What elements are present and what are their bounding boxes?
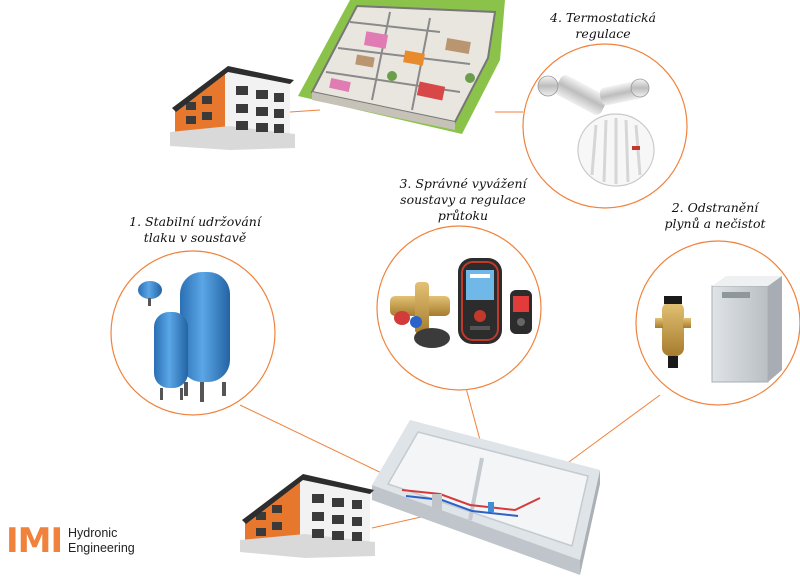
thermostat-circle [522,43,688,209]
label-balancing: 3. Správné vyvážení soustavy a regulace … [378,176,548,224]
logo-wordmark: Hydronic Engineering [68,526,135,556]
label-line: 3. Správné vyvážení [399,176,527,191]
degassing-circle [635,240,800,406]
label-pressure-maintenance: 1. Stabilní udržování tlaku v soustavě [110,214,280,246]
logo-mark: IMI [6,521,63,561]
sensor-device-illustration [510,290,532,334]
label-line: 4. Termostatická [550,10,656,25]
label-line: 1. Stabilní udržování [129,214,261,229]
connector-degassing-basement [557,394,661,471]
label-line: regulace [575,26,631,41]
balancing-circle [376,225,542,391]
label-line: tlaku v soustavě [143,230,247,245]
measuring-instrument-illustration [458,258,502,344]
vacuum-degasser-illustration [711,276,782,383]
label-line: plynů a nečistot [664,216,766,231]
expansion-vessel-illustration [138,272,230,402]
logo-line-hydronic: Hydronic [68,526,118,540]
label-line: soustavy a regulace [400,192,526,207]
basement-illustration [372,420,600,575]
balancing-valve-illustration [390,282,450,348]
pressure-circle [110,250,276,416]
label-line: 2. Odstranění [671,200,759,215]
label-thermostatic-regulation: 4. Termostatická regulace [528,10,678,42]
logo-line-engineering: Engineering [68,541,135,555]
floorplan-illustration [298,0,505,134]
apartment-building-top [170,66,295,150]
label-line: průtoku [437,208,489,223]
label-degassing: 2. Odstranění plynů a nečistot [640,200,790,232]
dirt-separator-illustration [655,296,691,368]
apartment-building-bottom [240,474,375,558]
thermostatic-valve-illustration [537,75,655,187]
connector-top-building-floorplan [289,109,321,113]
connector-pressure-basement [239,404,393,479]
